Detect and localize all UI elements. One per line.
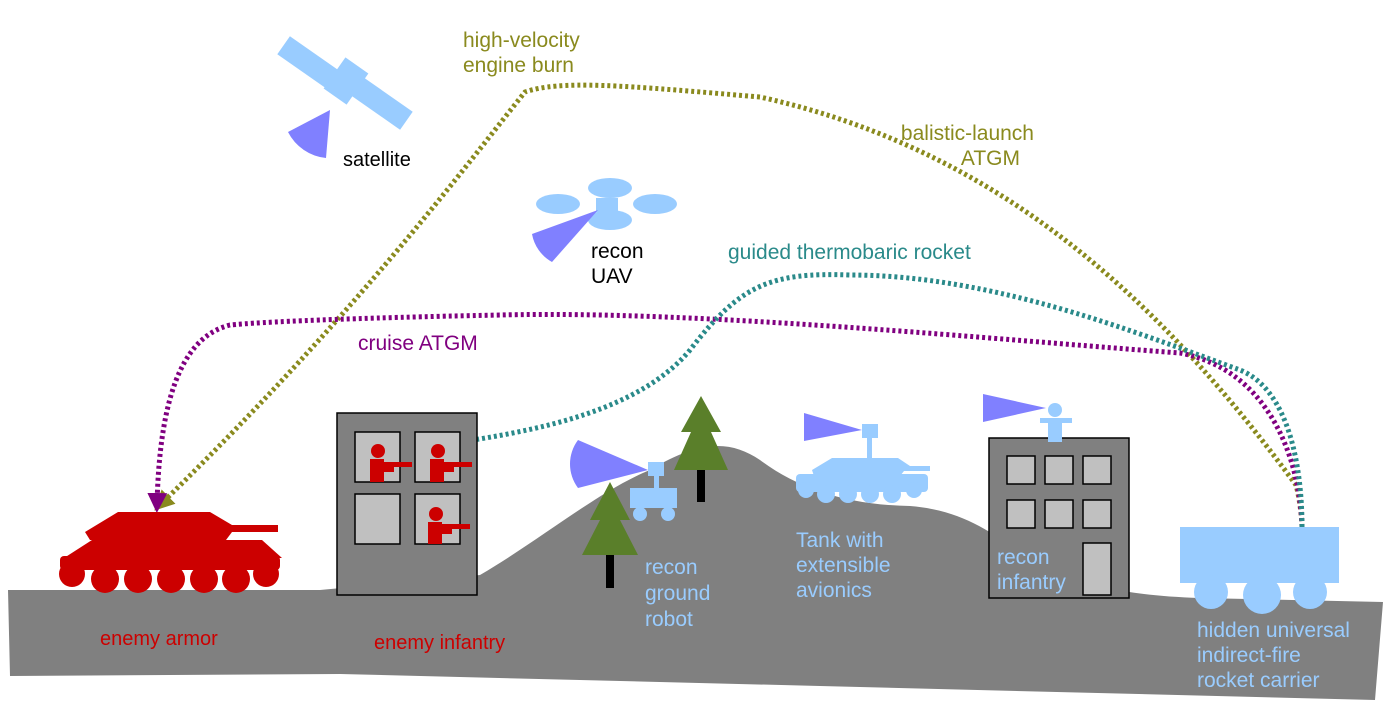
rocket-carrier-icon bbox=[1180, 527, 1339, 614]
recon-ground-robot-icon bbox=[570, 440, 677, 521]
tree-icon bbox=[674, 396, 728, 502]
recon-soldier-icon bbox=[983, 394, 1072, 442]
tree-icon bbox=[582, 482, 638, 588]
ballistic-atgm-trajectory bbox=[154, 82, 1305, 528]
recon-ground-robot-label: robot bbox=[645, 608, 693, 631]
friendly-tank-icon bbox=[796, 413, 930, 503]
enemy-infantry-building bbox=[336, 412, 478, 596]
ballistic-atgm-label: ATGM bbox=[961, 147, 1020, 170]
friendly-tank-label: avionics bbox=[796, 579, 872, 602]
enemy-soldier-icon bbox=[430, 444, 472, 482]
recon-uav-label: recon bbox=[591, 240, 644, 263]
recon-infantry-label: infantry bbox=[997, 571, 1066, 594]
enemy-armor-label: enemy armor bbox=[100, 628, 218, 650]
recon-ground-robot-label: recon bbox=[645, 556, 698, 579]
friendly-tank-label: extensible bbox=[796, 554, 891, 577]
recon-infantry-building bbox=[988, 437, 1130, 599]
enemy-infantry-label: enemy infantry bbox=[374, 632, 505, 654]
rocket-carrier-label: indirect-fire bbox=[1197, 644, 1301, 667]
rocket-carrier-label: hidden universal bbox=[1197, 619, 1350, 642]
ballistic-atgm-label: balistic-launch bbox=[901, 122, 1034, 145]
satellite-icon bbox=[277, 36, 413, 158]
cruise-atgm-trajectory bbox=[147, 311, 1305, 528]
satellite-label: satellite bbox=[343, 149, 411, 171]
cruise-atgm-label: cruise ATGM bbox=[358, 332, 478, 355]
high-velocity-label: high-velocity bbox=[463, 29, 580, 52]
friendly-tank-label: Tank with bbox=[796, 529, 884, 552]
enemy-armor-icon bbox=[59, 512, 282, 593]
recon-uav-label: UAV bbox=[591, 265, 633, 288]
enemy-soldier-icon bbox=[370, 444, 412, 482]
recon-ground-robot-label: ground bbox=[645, 582, 710, 605]
recon-uav-icon bbox=[532, 178, 677, 262]
thermobaric-rocket-label: guided thermobaric rocket bbox=[728, 241, 971, 264]
rocket-carrier-label: rocket carrier bbox=[1197, 669, 1320, 692]
high-velocity-label: engine burn bbox=[463, 54, 574, 77]
recon-infantry-label: recon bbox=[997, 546, 1050, 569]
enemy-soldier-icon bbox=[428, 507, 470, 544]
ground-terrain bbox=[8, 446, 1383, 700]
